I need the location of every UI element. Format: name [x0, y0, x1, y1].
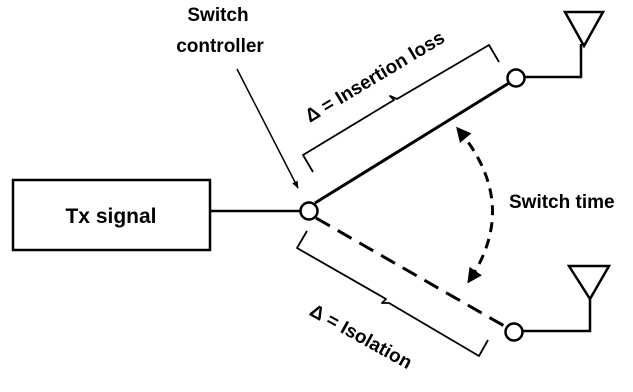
switch-common-node: [299, 201, 319, 221]
isolated-path-line: [315, 216, 507, 329]
switch-controller-label-line1: Switch: [187, 5, 248, 26]
insertion-loss-bracket: [302, 44, 500, 173]
antenna-icon: [525, 10, 606, 79]
isolation-bracket: [296, 230, 489, 357]
isolation-label: Δ = Isolation: [306, 301, 415, 374]
switch-controller-leader: [236, 68, 299, 189]
antenna-icon: [523, 264, 612, 333]
switch-time-arrow: [456, 126, 494, 284]
switch-time-label: Switch time: [509, 192, 615, 213]
tx-signal-block: Tx signal: [11, 178, 212, 252]
switch-controller-label-line2: controller: [176, 36, 264, 57]
switch-through-node: [506, 68, 526, 88]
through-path-line: [314, 81, 510, 205]
tx-signal-label: Tx signal: [65, 205, 156, 228]
switch-isolated-node: [504, 322, 524, 342]
